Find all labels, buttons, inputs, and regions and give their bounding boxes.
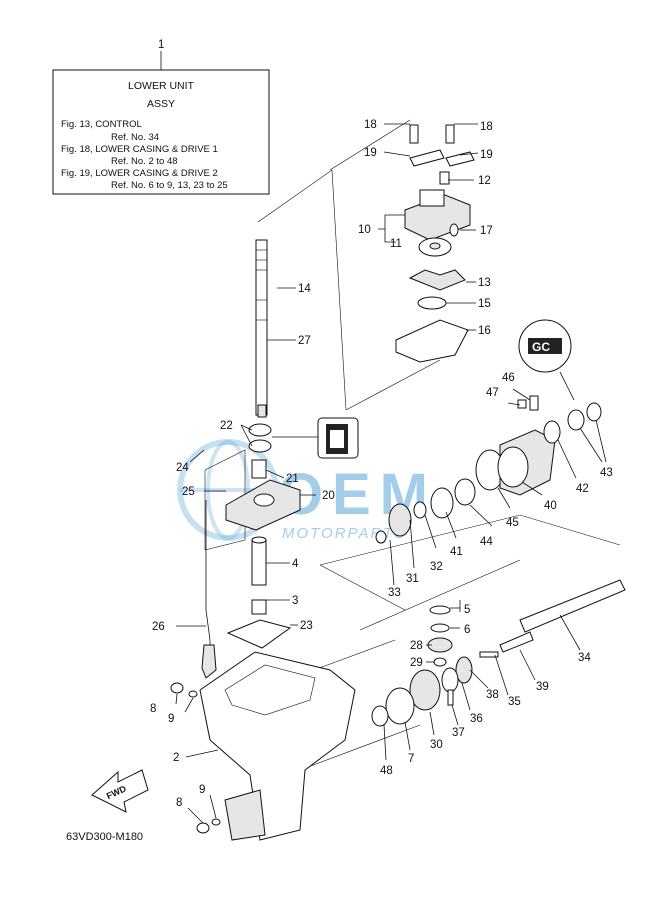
part-bearings-22 [248, 423, 272, 479]
callout-41: 41 [450, 546, 463, 558]
callout-5: 5 [464, 604, 470, 616]
callout-16: 16 [478, 325, 491, 337]
callout-30: 30 [430, 739, 443, 751]
legend-box: 1 LOWER UNIT ASSY Fig. 13, CONTROL Ref. … [52, 39, 270, 195]
part-drive-shaft [255, 239, 268, 418]
callout-14: 14 [298, 283, 311, 295]
callout-47: 47 [486, 387, 499, 399]
callout-28: 28 [410, 640, 423, 652]
callout-4: 4 [292, 558, 299, 570]
callout-23: 23 [300, 620, 313, 632]
callout-18a: 18 [364, 119, 377, 131]
grease-gc-icon: GC [518, 319, 572, 373]
callout-34: 34 [578, 652, 591, 664]
callout-17: 17 [480, 225, 493, 237]
part-screws-8-9 [170, 682, 221, 834]
callout-numbers: 18 18 19 19 12 10 11 17 13 14 15 16 27 2… [150, 119, 613, 809]
callout-33: 33 [388, 587, 401, 599]
callout-10: 10 [358, 224, 371, 236]
callout-7: 7 [408, 753, 414, 765]
callout-8b: 8 [176, 797, 182, 809]
callout-36: 36 [470, 713, 483, 725]
callout-19b: 19 [480, 149, 493, 161]
figure-code: 63VD300-M180 [66, 831, 143, 843]
part-prop-housing [375, 395, 602, 544]
callout-44: 44 [480, 536, 493, 548]
callout-3: 3 [292, 595, 298, 607]
callout-9a: 9 [168, 713, 174, 725]
callout-21: 21 [286, 473, 299, 485]
callout-27: 27 [298, 335, 311, 347]
fwd-arrow-icon: FWD [91, 769, 149, 813]
callout-48: 48 [380, 765, 393, 777]
callout-11: 11 [390, 238, 402, 250]
legend-line-0: Fig. 13, CONTROL [61, 119, 142, 130]
legend-line-5: Ref. No. 6 to 9, 13, 23 to 25 [111, 180, 228, 191]
part-gasket-23 [226, 619, 292, 649]
callout-20: 20 [322, 490, 335, 502]
legend-title-line2: ASSY [147, 98, 175, 110]
callout-39: 39 [536, 681, 549, 693]
callout-12: 12 [478, 175, 491, 187]
callout-29: 29 [410, 657, 423, 669]
part-collar-3 [251, 599, 267, 615]
part-shift-rod [201, 500, 217, 679]
callout-9b: 9 [199, 784, 205, 796]
legend-line-2: Fig. 18, LOWER CASING & DRIVE 1 [61, 144, 218, 155]
callout-40: 40 [544, 500, 557, 512]
part-lower-casing [199, 651, 356, 841]
callout-13: 13 [478, 277, 491, 289]
legend-line-4: Fig. 19, LOWER CASING & DRIVE 2 [61, 168, 218, 179]
callout-46: 46 [502, 372, 515, 384]
part-bearing-housing [225, 479, 301, 531]
legend-ref-number: 1 [158, 39, 164, 51]
callout-24: 24 [176, 462, 189, 474]
callout-6: 6 [464, 624, 470, 636]
callout-43: 43 [600, 467, 613, 479]
part-sleeve-4 [251, 536, 267, 586]
callout-15: 15 [478, 298, 491, 310]
callout-42: 42 [576, 483, 589, 495]
callout-18b: 18 [480, 121, 493, 133]
part-water-pump [395, 124, 475, 363]
callout-8a: 8 [150, 703, 156, 715]
leader-lines [175, 123, 607, 824]
legend-line-3: Ref. No. 2 to 48 [111, 156, 178, 167]
callout-19a: 19 [364, 147, 377, 159]
callout-25: 25 [182, 486, 195, 498]
callout-35: 35 [508, 696, 521, 708]
callout-32: 32 [430, 561, 443, 573]
sealant-icon [317, 417, 359, 459]
part-prop-shaft-assy [371, 579, 626, 727]
callout-45: 45 [506, 517, 519, 529]
callout-2: 2 [173, 752, 179, 764]
watermark-sub: MOTORPARTS [282, 525, 406, 542]
callout-38: 38 [486, 689, 499, 701]
callout-22: 22 [220, 420, 233, 432]
callout-31: 31 [406, 573, 419, 585]
callout-26: 26 [152, 621, 165, 633]
legend-line-1: Ref. No. 34 [111, 132, 159, 143]
callout-37: 37 [452, 727, 465, 739]
svg-text:GC: GC [532, 340, 550, 354]
legend-title-line1: LOWER UNIT [128, 80, 195, 92]
